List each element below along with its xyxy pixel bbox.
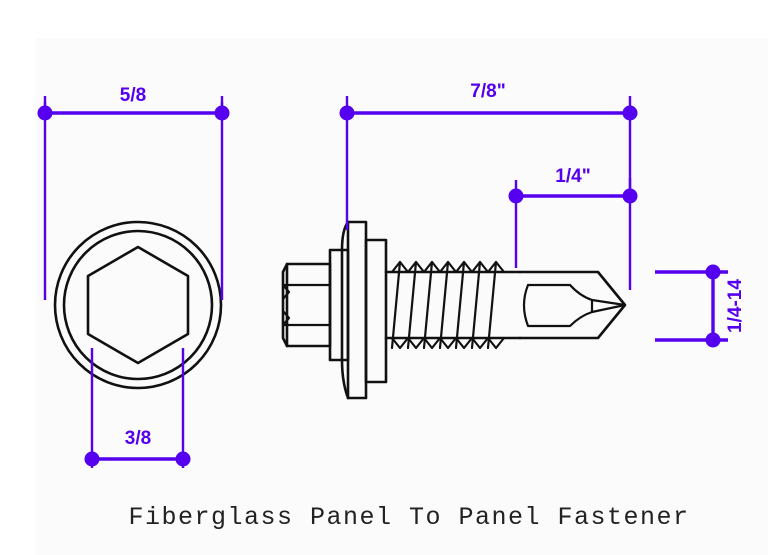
dimension-dot-left [339,105,355,121]
dimension-label-overall-length: 7/8" [470,81,505,102]
dimension-head-width: 5/8 [37,85,230,300]
thread-flank [486,260,498,350]
dimension-label-drill-point: 1/4" [555,166,590,187]
thread-crest-bottom [454,336,474,350]
drawing-panel-background [35,38,768,555]
thread-flank [406,260,418,350]
dimension-dot-right [175,451,191,467]
dimension-drill-point: 1/4" [508,166,638,268]
washer-outer-lip [340,220,350,400]
backing-washer [364,238,388,384]
dimension-label-head-width: 5/8 [120,85,146,106]
dimension-dot-right [622,105,638,121]
thread-flank [438,260,450,350]
dimension-dot-left [84,451,100,467]
thread-profile-group [390,260,506,350]
drawing-caption: Fiberglass Panel To Panel Fastener [128,503,689,532]
thread-flank [390,260,402,350]
side-profile-view [281,220,627,400]
hex-corner-mark-lower [281,309,291,327]
dimension-thread-spec: 1/4-14 [655,264,746,348]
dimension-hex-across-flats: 3/8 [84,348,191,468]
thread-crest-bottom [438,336,458,350]
dimension-overall-length: 7/8" [339,81,638,290]
head-outer-circle [62,229,214,381]
dimension-dot-left [37,105,53,121]
thread-crest-bottom [422,336,442,350]
dimension-dot-bottom [705,332,721,348]
thread-flank [422,260,434,350]
thread-crest-bottom [390,336,410,350]
head-end-view [53,220,223,390]
dimension-dot-right [214,105,230,121]
dimension-dot-top [705,264,721,280]
dimension-label-thread-spec: 1/4-14 [725,279,746,333]
thread-flank [454,260,466,350]
thread-crest-bottom [486,336,506,350]
thread-crest-bottom [406,336,426,350]
dimension-dot-left [508,188,524,204]
dimension-label-hex-across-flats: 3/8 [125,428,151,449]
hex-head-chamfer-left [281,262,289,348]
drill-tip-line-lower [590,303,627,314]
sealing-washer-disc [346,220,368,400]
drill-flute-pocket [522,283,594,328]
washer-outer-circle [53,220,223,390]
dimension-dot-right [622,188,638,204]
drill-tip-line-upper [590,298,627,307]
hex-corner-mark-upper [281,283,291,301]
thread-flank [470,260,482,350]
thread-crest-bottom [470,336,490,350]
hex-drive-polygon [86,245,190,365]
